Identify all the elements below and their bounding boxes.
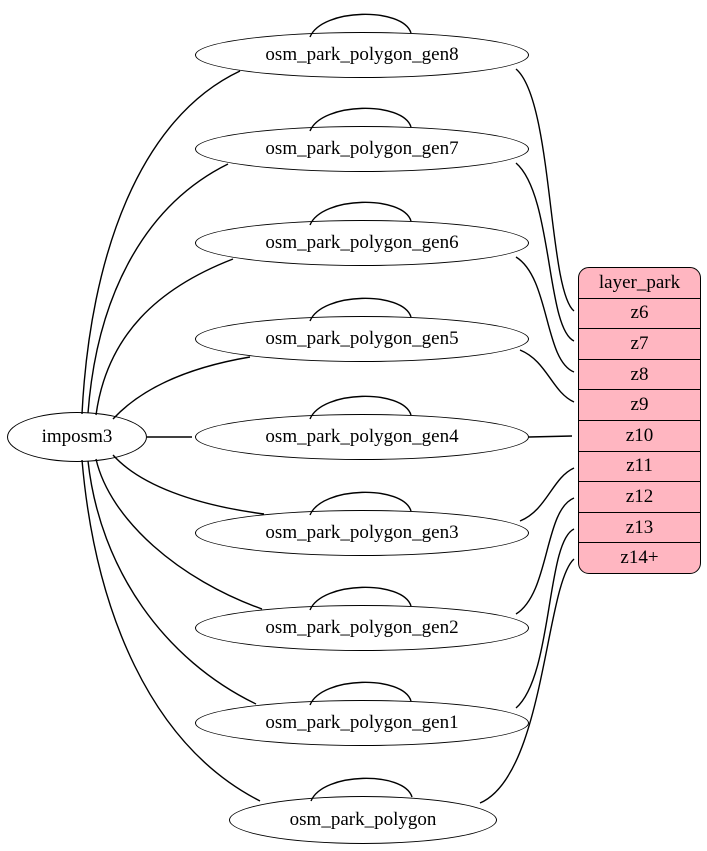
node-osm-park-polygon: osm_park_polygon (229, 796, 497, 844)
edge-imposm3-gen3 (112, 454, 265, 515)
node-osm-park-polygon-label: osm_park_polygon (289, 809, 437, 830)
edge-gen6-layer_park-z8 (515, 256, 575, 373)
node-osm-park-polygon-gen7: osm_park_polygon_gen7 (195, 126, 529, 172)
node-osm-park-polygon-gen3-label: osm_park_polygon_gen3 (265, 522, 459, 543)
layer-park-row-z6: z6 (579, 299, 700, 330)
layer-park-row-z9: z9 (579, 390, 700, 421)
layer-park-table-header: layer_park (579, 268, 700, 299)
edge-gen8-layer_park-z6 (515, 68, 575, 312)
edge-imposm3-gen7 (87, 163, 229, 414)
node-osm-park-polygon-gen5: osm_park_polygon_gen5 (195, 316, 529, 362)
node-imposm3: imposm3 (7, 412, 147, 462)
layer-park-row-z12: z12 (579, 482, 700, 513)
node-osm-park-polygon-gen4-label: osm_park_polygon_gen4 (265, 426, 459, 447)
node-osm-park-polygon-gen3: osm_park_polygon_gen3 (195, 510, 529, 556)
edge-gen1-layer_park-z13 (515, 528, 575, 709)
edge-gen2-layer_park-z12 (515, 497, 575, 615)
edge-gen5-layer_park-z9 (519, 349, 575, 403)
layer-park-row-z7: z7 (579, 329, 700, 360)
layer-park-table: layer_park z6 z7 z8 z9 z10 z11 z12 z13 z… (578, 267, 701, 574)
edge-imposm3-gen1 (87, 460, 257, 705)
node-osm-park-polygon-gen8-label: osm_park_polygon_gen8 (265, 44, 459, 65)
node-osm-park-polygon-gen5-label: osm_park_polygon_gen5 (265, 328, 459, 349)
node-osm-park-polygon-gen1: osm_park_polygon_gen1 (195, 700, 529, 746)
layer-park-row-z11: z11 (579, 452, 700, 483)
layer-park-row-z8: z8 (579, 360, 700, 391)
node-osm-park-polygon-gen6-label: osm_park_polygon_gen6 (265, 232, 459, 253)
node-osm-park-polygon-gen4: osm_park_polygon_gen4 (195, 414, 529, 460)
edge-imposm3-gen5 (112, 356, 251, 420)
edge-gen4-layer_park-z10 (528, 435, 573, 438)
node-osm-park-polygon-gen1-label: osm_park_polygon_gen1 (265, 712, 459, 733)
node-osm-park-polygon-gen2-label: osm_park_polygon_gen2 (265, 617, 459, 638)
node-osm-park-polygon-gen6: osm_park_polygon_gen6 (195, 220, 529, 266)
node-imposm3-label: imposm3 (41, 426, 113, 447)
layer-park-row-z14plus: z14+ (620, 547, 659, 569)
node-osm-park-polygon-gen8: osm_park_polygon_gen8 (195, 32, 529, 78)
layer-park-row-z13: z13 (579, 513, 700, 544)
edge-gen3-layer_park-z11 (519, 467, 575, 522)
node-osm-park-polygon-gen2: osm_park_polygon_gen2 (195, 605, 529, 651)
edge-polygon-layer_park-z14+ (479, 558, 575, 804)
layer-park-row-z10: z10 (579, 421, 700, 452)
edge-gen7-layer_park-z7 (515, 162, 575, 342)
node-osm-park-polygon-gen7-label: osm_park_polygon_gen7 (265, 138, 459, 159)
